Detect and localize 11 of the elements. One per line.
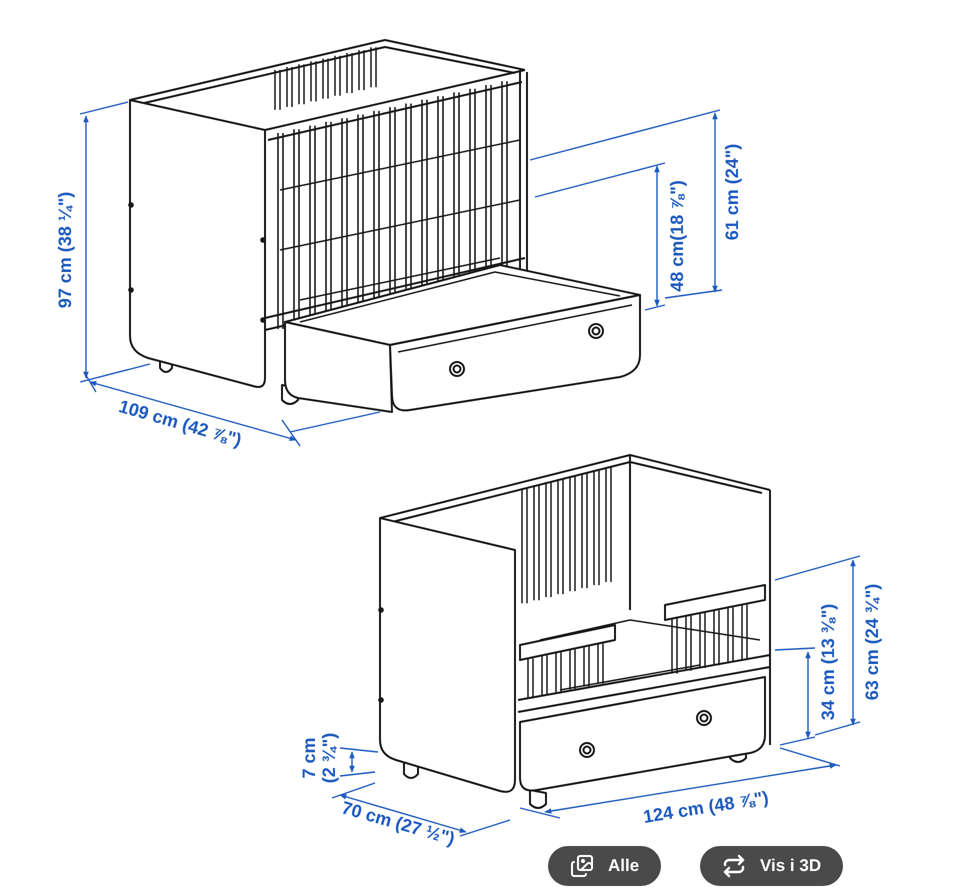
dimension-label: 61 cm (24"): [723, 144, 743, 240]
dimension-label: 63 cm (24 ¾"): [863, 584, 883, 700]
dimension-label: 48 cm(18 ⅞"): [668, 180, 688, 292]
view-3d-button: Vis i 3D: [700, 846, 844, 886]
dimension-label: 7 cm (2 ¾"): [300, 732, 340, 786]
gallery-button: Alle: [548, 846, 662, 886]
dimension-label: 97 cm (38 ¼"): [56, 192, 76, 308]
dimension-label: 34 cm (13 ⅜"): [819, 604, 839, 720]
dimension-label: 109 cm (42 ⅞"): [116, 397, 244, 451]
dimension-label: 70 cm (27 ½"): [339, 798, 457, 850]
dimension-label: 124 cm (48 ⅞"): [642, 788, 770, 828]
